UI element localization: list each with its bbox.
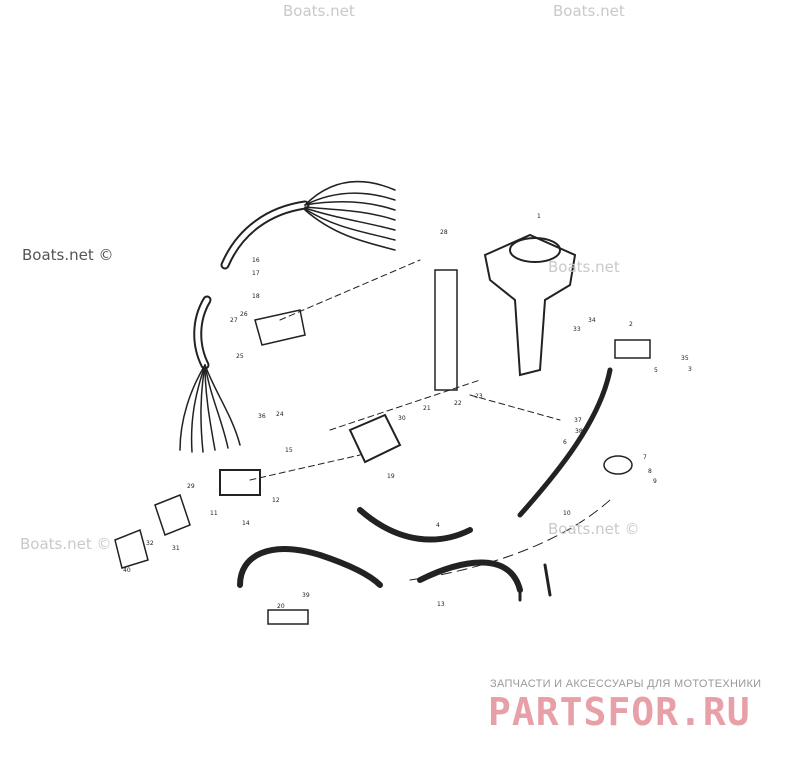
callout: 26: [240, 311, 248, 318]
callout: 39: [302, 592, 310, 599]
callout: 24: [276, 411, 284, 418]
watermark-bottom-left: Boats.net ©: [20, 535, 112, 553]
callout: 29: [187, 483, 195, 490]
switch-plate: [154, 494, 191, 536]
main-harness: [357, 507, 473, 543]
callout: 11: [210, 510, 218, 517]
callout: 32: [146, 540, 154, 547]
callout: 40: [123, 567, 131, 574]
callout: 20: [277, 603, 285, 610]
callout: 21: [423, 405, 431, 412]
callout: 9: [653, 478, 657, 485]
callout: 15: [285, 447, 293, 454]
callout: 3: [688, 366, 692, 373]
watermark-lower-right: Boats.net ©: [548, 520, 640, 538]
callout: 34: [588, 317, 596, 324]
callout: 19: [387, 473, 395, 480]
harness-sleeve-upper: [220, 200, 310, 270]
callout: 16: [252, 257, 260, 264]
main-bracket: [483, 233, 577, 377]
mounting-bracket: [254, 309, 306, 346]
battery-cable-13: [417, 559, 523, 593]
callout: 30: [398, 415, 406, 422]
callout: 2: [629, 321, 633, 328]
ignition-switch: [219, 469, 261, 496]
fuse-holder: [603, 455, 633, 475]
callout: 35: [681, 355, 689, 362]
callout: 4: [436, 522, 440, 529]
harness-wires-lower: [179, 364, 241, 453]
watermark-top-center: Boats.net: [283, 2, 355, 20]
callout: 12: [272, 497, 280, 504]
brand-logo[interactable]: PARTSFOR.RU: [488, 690, 751, 734]
rear-plate: [114, 528, 149, 569]
relay-2: [614, 339, 651, 359]
watermark-top-right: Boats.net: [553, 2, 625, 20]
terminal-block: [434, 269, 458, 391]
callout: 6: [563, 439, 567, 446]
callout: 36: [258, 413, 266, 420]
callout: 13: [437, 601, 445, 608]
callout: 1: [537, 213, 541, 220]
watermark-mid-right: Boats.net: [548, 258, 620, 276]
callout: 31: [172, 545, 180, 552]
callout: 8: [648, 468, 652, 475]
callout: 23: [475, 393, 483, 400]
harness-wires-upper: [304, 180, 396, 251]
logo-tagline: ЗАПЧАСТИ И АКСЕССУАРЫ ДЛЯ МОТОТЕХНИКИ: [490, 678, 762, 690]
callout: 7: [643, 454, 647, 461]
callout: 38: [575, 428, 583, 435]
callout: 37: [574, 417, 582, 424]
callout: 33: [573, 326, 581, 333]
watermark-left: Boats.net ©: [22, 246, 114, 264]
callout: 27: [230, 317, 238, 324]
connector-30: [267, 609, 309, 625]
callout: 25: [236, 353, 244, 360]
battery-cable-12: [237, 546, 383, 588]
callout: 5: [654, 367, 658, 374]
callout: 18: [252, 293, 260, 300]
callout-labels: 1 2 3 4 5 6 7 8 9 10 11 12 13 14 15 16 1…: [123, 213, 692, 610]
callout: 22: [454, 400, 462, 407]
callout: 10: [563, 510, 571, 517]
harness-right: [517, 367, 613, 518]
callout: 14: [242, 520, 250, 527]
callout: 28: [440, 229, 448, 236]
solenoid-assembly: [348, 413, 402, 464]
callout: 17: [252, 270, 260, 277]
